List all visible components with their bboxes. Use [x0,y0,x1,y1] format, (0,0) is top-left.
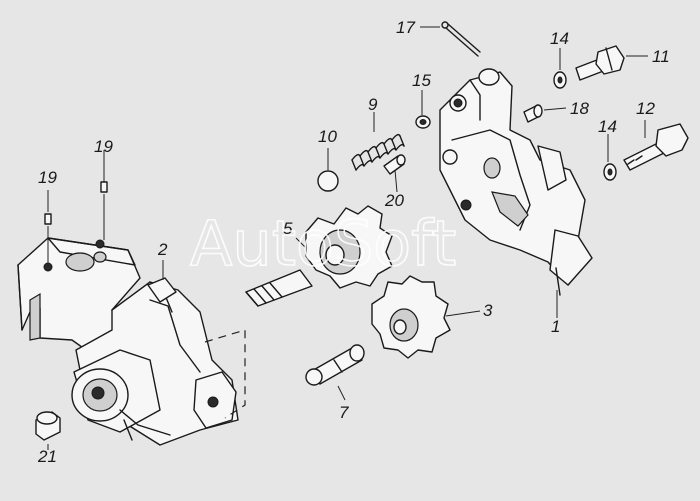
part-14-washer-a [553,71,567,89]
part-9-spring [351,133,405,171]
part-1-pump-cover [439,68,593,296]
callout-15: 15 [412,71,431,90]
callout-20: 20 [384,191,404,210]
callout-18: 18 [570,99,589,118]
part-15-washer [415,115,431,129]
part-14-washer-b [603,163,617,181]
part-18-bushing [523,104,543,123]
callout-11: 11 [652,47,670,66]
part-7-axle-pin [305,344,365,386]
part-17-cotter-pin [441,21,481,57]
part-2-pump-housing [17,237,239,446]
autosoft-watermark: AutoSoft [190,207,456,280]
callout-17: 17 [396,18,415,37]
leader-lines [47,26,648,450]
callout-labels: 1 2 3 5 7 9 10 11 12 14 14 15 17 18 19 1… [37,18,670,466]
callout-2: 2 [157,240,168,259]
callout-19-left: 19 [38,168,57,187]
callout-19-right: 19 [94,137,113,156]
callout-1: 1 [551,317,560,336]
part-11-short-bolt [575,45,625,81]
part-3-driven-gear [371,275,451,359]
callout-9: 9 [368,95,378,114]
part-5-drive-gear-shaft [245,205,393,307]
callout-21: 21 [37,447,57,466]
part-10-ball [317,170,339,192]
callout-14-top: 14 [550,29,569,48]
callout-14-bottom: 14 [598,117,617,136]
part-12-long-bolt [623,123,689,171]
part-19-dowel-pin-b [100,181,108,193]
callout-3: 3 [483,301,493,320]
callout-10: 10 [318,127,337,146]
callout-5: 5 [283,219,293,238]
part-19-dowel-pin-a [44,213,52,225]
part-21-plug [35,411,61,441]
callout-7: 7 [339,403,349,422]
part-20-plunger [383,154,406,175]
assembly-lines [204,329,246,419]
callout-12: 12 [636,99,655,118]
